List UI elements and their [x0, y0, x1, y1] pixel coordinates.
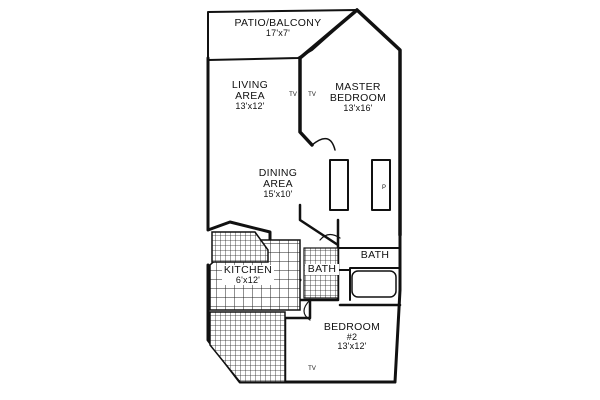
dining-name-1: DINING [258, 167, 298, 179]
door-swing-bath [319, 233, 341, 241]
master-name-1: MASTER [335, 81, 381, 93]
dining-name-2: AREA [263, 178, 293, 191]
bedroom2-size: 13'x12' [337, 341, 367, 352]
master-closet-right [371, 159, 391, 211]
patio-size: 17'x7' [265, 28, 291, 39]
bedroom2-name: BEDROOM [323, 321, 381, 333]
outer-wall-bottom [206, 233, 402, 384]
door-swing-living [311, 137, 336, 151]
dining-label: DINING AREA 15'x10' [248, 167, 308, 200]
tv-mark-bedroom2: TV [308, 366, 316, 372]
closet-mark: P [381, 185, 386, 191]
living-name-1: LIVING [231, 79, 269, 91]
patio-label: PATIO/BALCONY 17'x7' [218, 17, 338, 39]
master-closet-left [329, 159, 349, 211]
bath-walls [337, 247, 401, 301]
tv-mark-living: TV [289, 92, 297, 98]
patio-name: PATIO/BALCONY [234, 17, 322, 29]
master-size: 13'x16' [343, 103, 373, 114]
bath1-name: BATH [307, 263, 337, 275]
kitchen-name: KITCHEN [222, 264, 274, 277]
living-label: LIVING AREA 13'x12' [220, 79, 280, 112]
bathtub [351, 270, 397, 298]
master-bedroom-wall [298, 8, 402, 237]
master-label: MASTER BEDROOM 13'x16' [318, 81, 398, 114]
bath2-name: BATH [360, 249, 390, 261]
kitchen-peninsula [211, 231, 269, 263]
kitchen-size: 6'x12' [222, 275, 274, 286]
living-name-2: AREA [235, 90, 265, 103]
master-name-2: BEDROOM [329, 92, 387, 105]
kitchen-counter-tiles [209, 311, 286, 383]
bedroom2-label: BEDROOM #2 13'x12' [312, 321, 392, 352]
bath2-label: BATH [352, 249, 398, 261]
tv-mark-master: TV [308, 92, 316, 98]
dining-size: 15'x10' [263, 189, 293, 200]
bedroom2-number: #2 [346, 332, 358, 343]
door-swing-bedroom2 [303, 299, 311, 321]
living-size: 13'x12' [235, 101, 265, 112]
kitchen-label: KITCHEN 6'x12' [222, 264, 274, 286]
bath1-label: BATH [305, 263, 339, 276]
